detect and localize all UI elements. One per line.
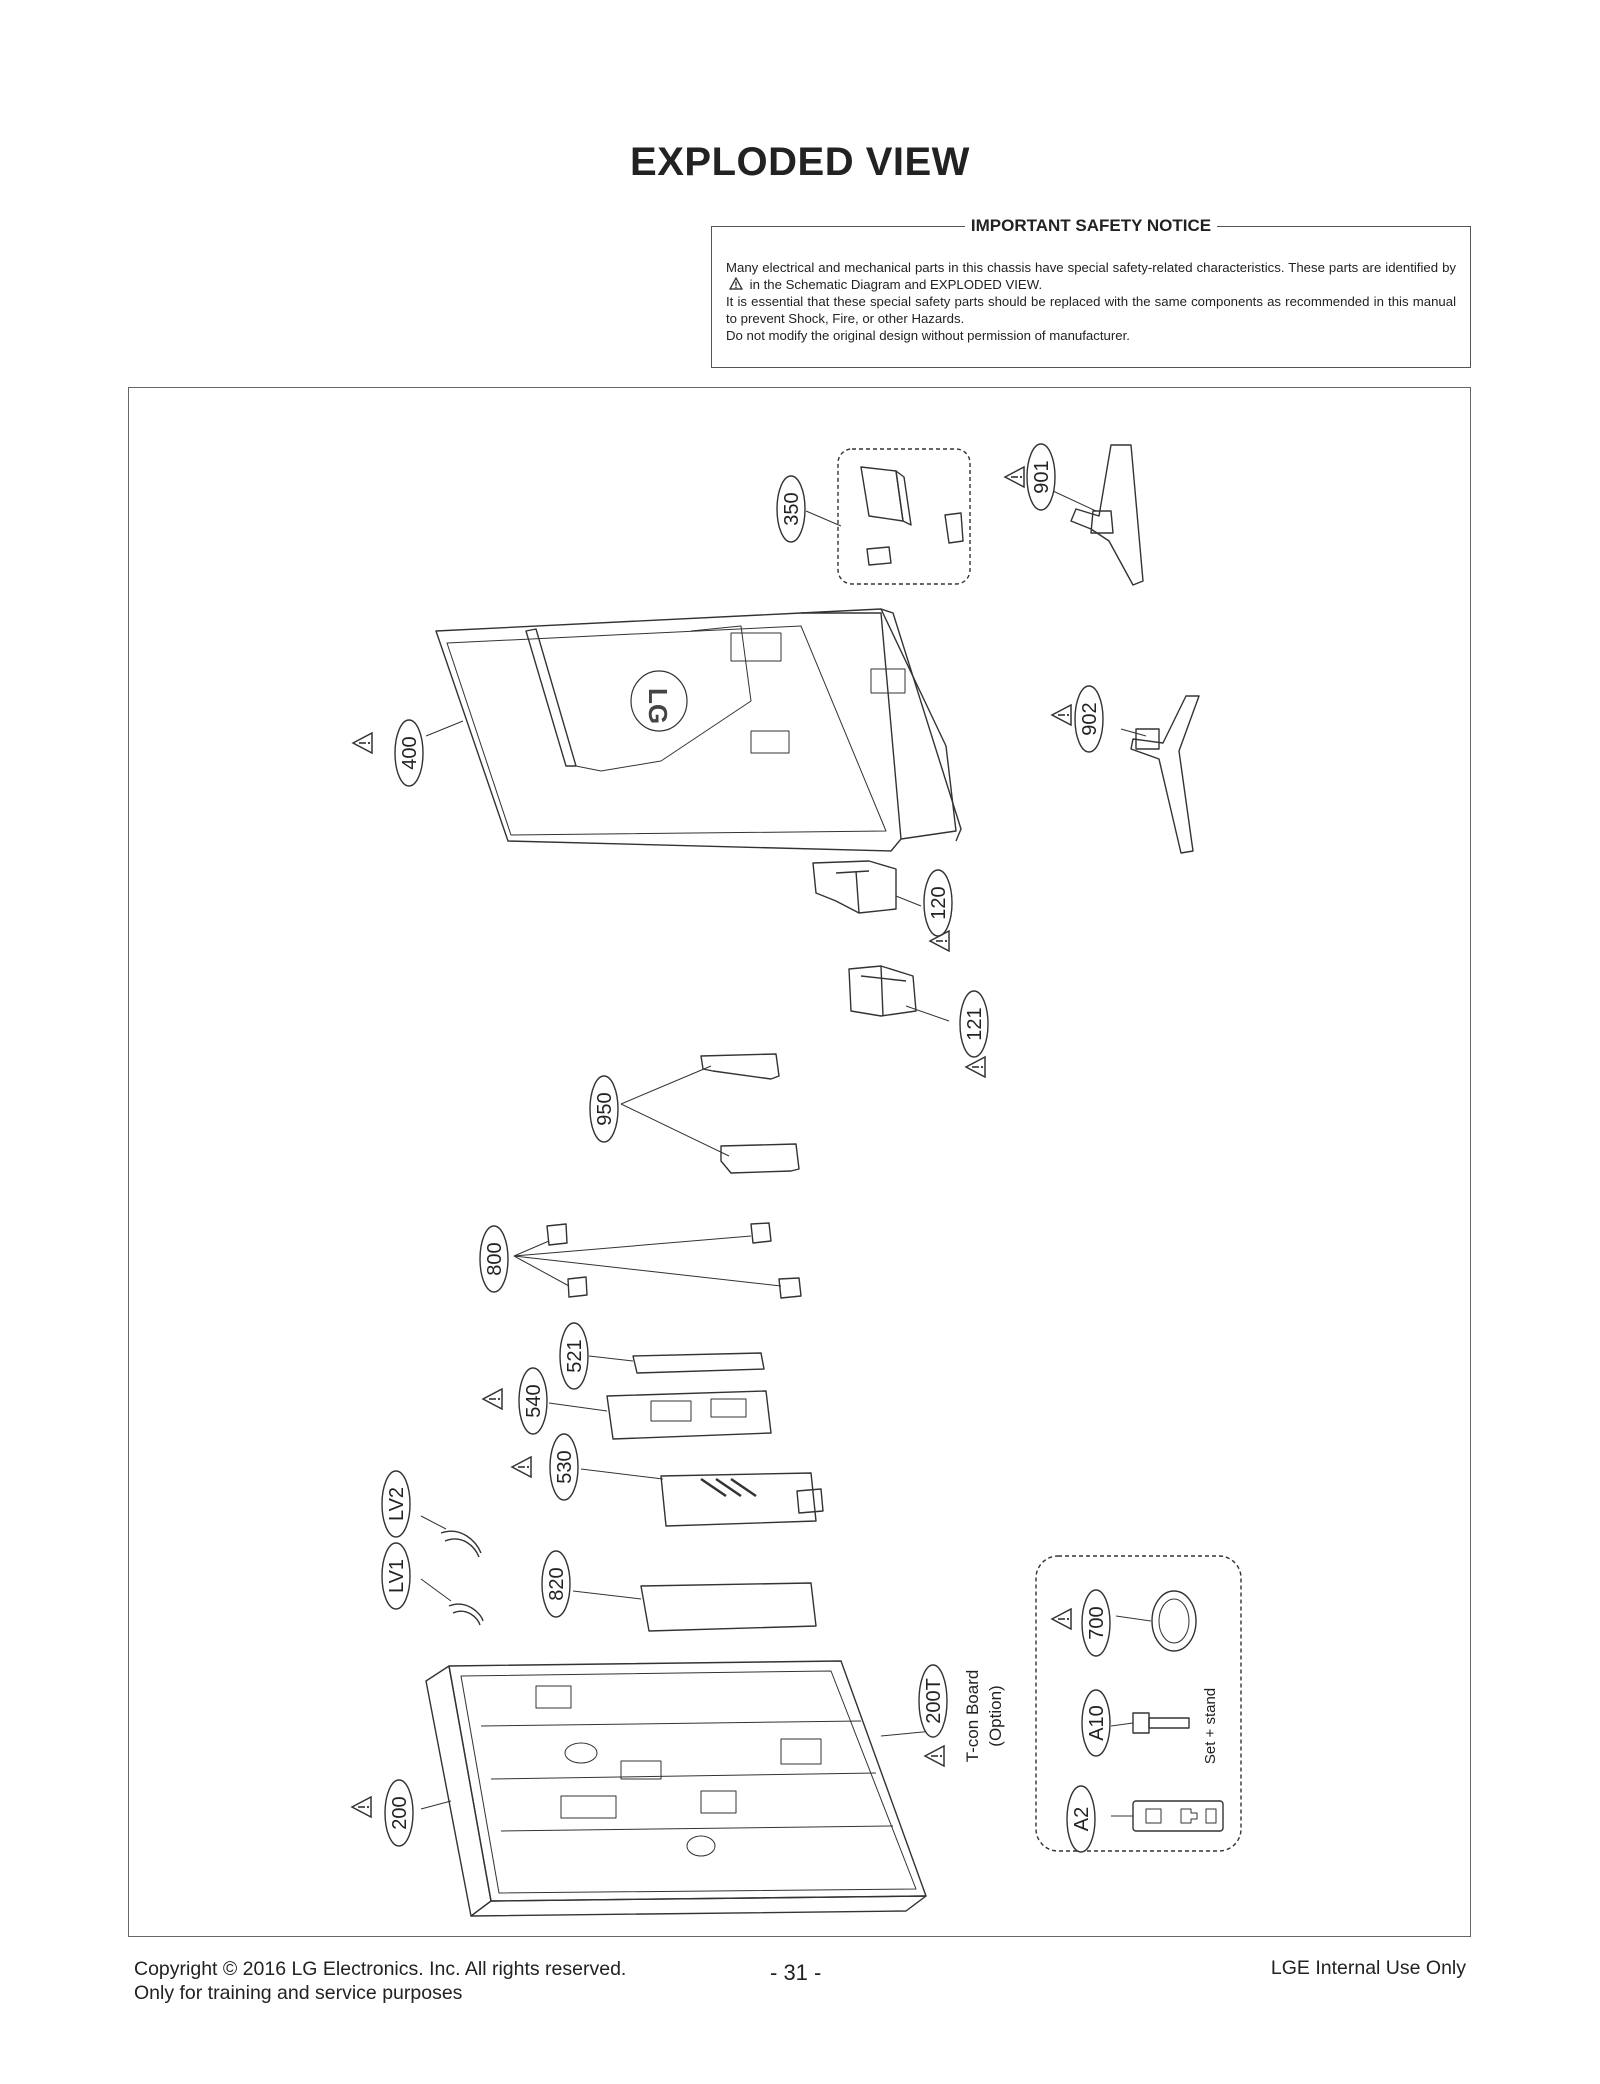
label-200: 200 xyxy=(389,1796,411,1829)
callout-521 xyxy=(559,1322,589,1390)
callout-121 xyxy=(959,990,989,1058)
part-521-board xyxy=(632,1352,765,1374)
label-a10: A10 xyxy=(1086,1705,1108,1741)
part-901-stand xyxy=(1070,444,1144,586)
callout-200 xyxy=(384,1779,414,1847)
tcon-option-label: (Option) xyxy=(986,1685,1005,1746)
footer-purpose: Only for training and service purposes xyxy=(134,1982,463,2004)
footer-copyright: Copyright © 2016 LG Electronics. Inc. Al… xyxy=(134,1958,627,1980)
part-540-main-board xyxy=(606,1390,772,1440)
callouts xyxy=(381,443,1111,1853)
exploded-view-diagram-frame: LG xyxy=(128,387,1471,1937)
page-title: EXPLODED VIEW xyxy=(630,140,970,184)
warning-triangle-icon xyxy=(1051,704,1072,726)
footer-left: Copyright © 2016 LG Electronics. Inc. Al… xyxy=(134,1957,626,2005)
callout-950 xyxy=(589,1075,619,1143)
label-521: 521 xyxy=(564,1339,586,1372)
tcon-board-label: T-con Board xyxy=(963,1670,982,1763)
warning-triangle-icon xyxy=(1051,1608,1072,1630)
warning-triangle-icon xyxy=(511,1456,532,1478)
part-902-stand xyxy=(1130,695,1200,854)
warning-triangle-icon xyxy=(1004,466,1025,488)
part-950-brackets xyxy=(700,1053,800,1174)
part-350-group xyxy=(837,448,971,585)
label-901: 901 xyxy=(1031,460,1053,493)
callout-350 xyxy=(776,475,806,543)
part-350-brackets xyxy=(860,466,964,566)
warning-triangle-icon xyxy=(352,732,373,754)
label-350: 350 xyxy=(781,492,803,525)
part-a10-screw xyxy=(1132,1712,1190,1734)
page-number: - 31 - xyxy=(770,1960,822,1985)
notice-text-1b: in the Schematic Diagram and EXPLODED VI… xyxy=(749,277,1043,292)
part-800-clips xyxy=(546,1222,802,1299)
callout-700 xyxy=(1081,1589,1111,1657)
callout-530 xyxy=(549,1433,579,1501)
callout-400 xyxy=(394,719,424,787)
part-lv1-cable xyxy=(448,1603,484,1626)
label-120: 120 xyxy=(928,886,950,919)
callout-540 xyxy=(518,1367,548,1435)
label-121: 121 xyxy=(964,1007,986,1040)
label-lv2: LV2 xyxy=(386,1487,408,1521)
part-530-power-supply xyxy=(660,1472,824,1527)
safety-notice-box: IMPORTANT SAFETY NOTICE Many electrical … xyxy=(711,216,1471,368)
callout-a2 xyxy=(1066,1785,1096,1853)
callout-902 xyxy=(1074,685,1104,753)
label-700: 700 xyxy=(1086,1606,1108,1639)
part-700-cable-holder xyxy=(1151,1590,1197,1652)
part-820-sheet xyxy=(640,1582,817,1632)
label-540: 540 xyxy=(523,1384,545,1417)
label-820: 820 xyxy=(546,1567,568,1600)
warning-triangle-icon xyxy=(351,1796,372,1818)
accessory-group xyxy=(1035,1555,1242,1852)
warning-triangle-icon xyxy=(965,1056,986,1078)
callout-820 xyxy=(541,1550,571,1618)
part-200-panel xyxy=(425,1660,927,1917)
safety-notice-body: Many electrical and mechanical parts in … xyxy=(726,259,1456,344)
warning-triangle-icon xyxy=(482,1388,503,1410)
label-a2: A2 xyxy=(1071,1807,1093,1831)
part-121-board xyxy=(848,965,917,1017)
label-800: 800 xyxy=(484,1242,506,1275)
notice-text-1: Many electrical and mechanical parts in … xyxy=(726,260,1456,275)
label-lv1: LV1 xyxy=(386,1559,408,1593)
callout-lv1 xyxy=(381,1542,411,1610)
part-lv2-cable xyxy=(440,1530,482,1558)
set-stand-label: Set + stand xyxy=(1202,1688,1219,1764)
label-530: 530 xyxy=(554,1450,576,1483)
part-400-back-cover xyxy=(435,608,962,852)
part-a2-clip xyxy=(1132,1800,1224,1832)
lg-logo: LG xyxy=(643,688,673,724)
callout-800 xyxy=(479,1225,509,1293)
part-120-power-board xyxy=(812,860,897,914)
warning-triangles xyxy=(351,466,1072,1818)
callout-a10 xyxy=(1081,1689,1111,1757)
label-950: 950 xyxy=(594,1092,616,1125)
notice-text-3: Do not modify the original design withou… xyxy=(726,328,1130,343)
safety-notice-heading: IMPORTANT SAFETY NOTICE xyxy=(964,216,1218,235)
label-400: 400 xyxy=(399,736,421,769)
callout-lv2 xyxy=(381,1470,411,1538)
notice-text-2: It is essential that these special safet… xyxy=(726,294,1456,326)
callout-200t xyxy=(918,1664,948,1738)
label-902: 902 xyxy=(1079,702,1101,735)
exploded-view-diagram: LG xyxy=(351,443,1242,1917)
warning-triangle-icon xyxy=(729,277,743,290)
footer-internal: LGE Internal Use Only xyxy=(1270,1957,1466,1979)
callout-901 xyxy=(1026,443,1056,511)
label-200t: 200T xyxy=(923,1678,945,1724)
warning-triangle-icon xyxy=(924,1745,945,1767)
